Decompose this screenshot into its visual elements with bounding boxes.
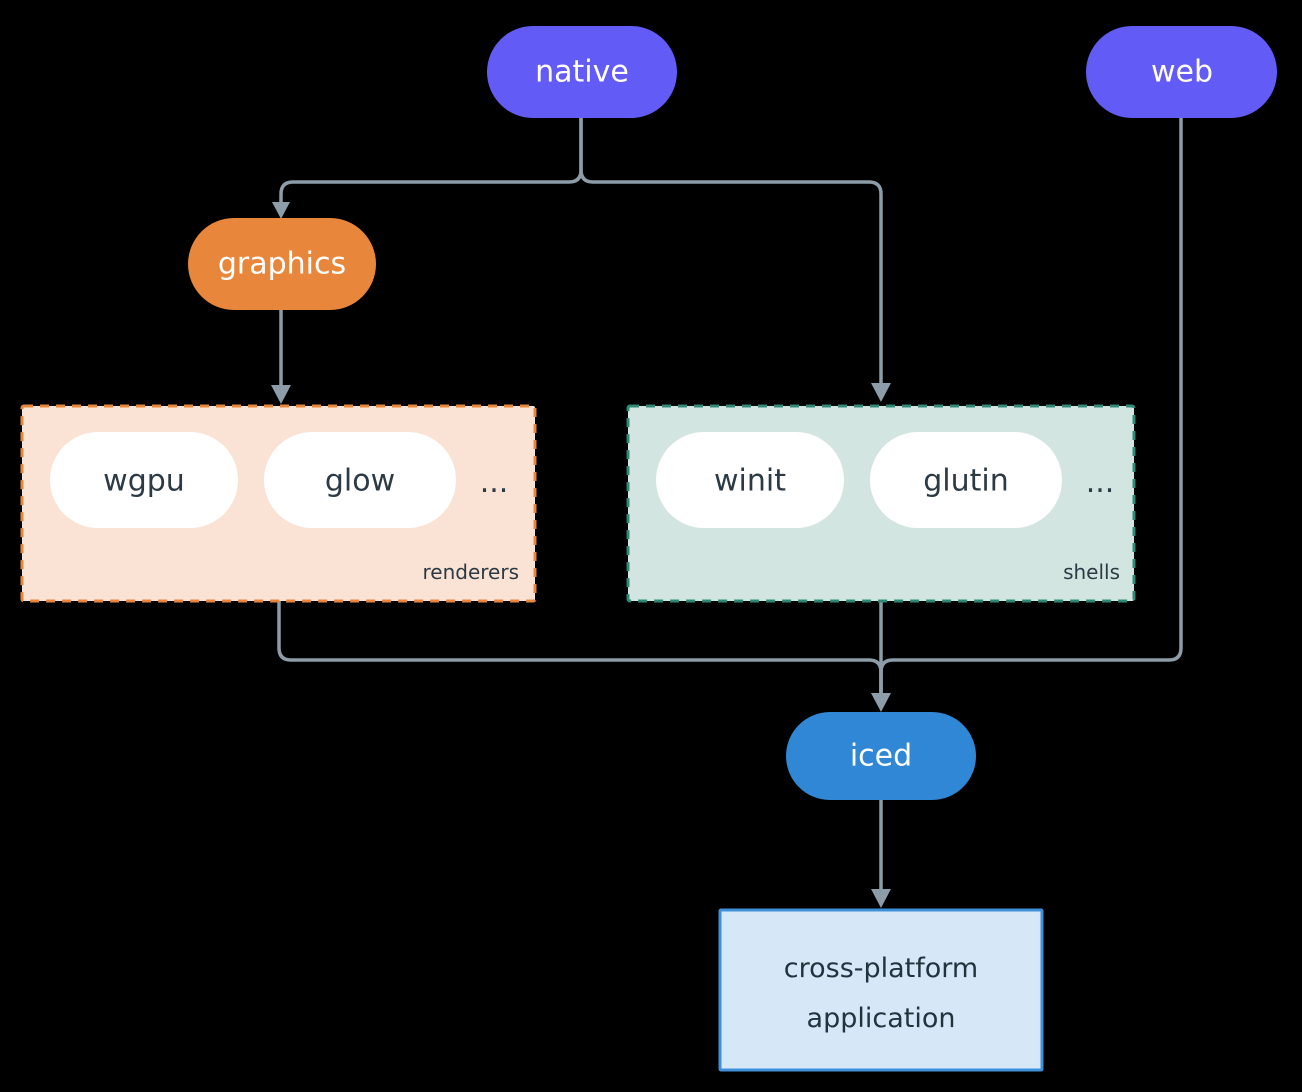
node-iced-shape[interactable] bbox=[786, 712, 976, 800]
node-graphics[interactable]: graphics bbox=[188, 218, 376, 310]
group-renderers-label: renderers bbox=[423, 560, 520, 584]
edge-graphics-to-renderers bbox=[271, 308, 291, 404]
edge-path-web-iced bbox=[879, 116, 1183, 698]
node-glow-label: glow bbox=[325, 464, 395, 499]
node-web-label: web bbox=[1151, 55, 1213, 90]
group-shells-label: shells bbox=[1063, 560, 1120, 584]
edge-renderers-to-iced bbox=[277, 599, 883, 698]
node-wgpu-label: wgpu bbox=[103, 464, 185, 499]
node-application[interactable]: cross-platform application bbox=[718, 908, 1044, 1072]
group-shells: winit glutin ... shells bbox=[626, 404, 1136, 603]
node-application-label-line1: cross-platform bbox=[784, 953, 978, 984]
edge-layer bbox=[271, 116, 1183, 908]
node-glutin[interactable] bbox=[870, 432, 1062, 528]
arrowhead-native-graphics bbox=[272, 202, 290, 219]
arrowhead-native-shells bbox=[871, 383, 891, 402]
shells-ellipsis: ... bbox=[1086, 465, 1115, 500]
edge-web-to-iced bbox=[871, 116, 1183, 712]
edge-native-to-shells bbox=[579, 116, 891, 402]
node-glutin-label: glutin bbox=[923, 464, 1009, 499]
node-graphics-label: graphics bbox=[218, 247, 346, 282]
group-renderers: wgpu glow ... renderers bbox=[20, 404, 537, 603]
edge-path-native-shells bbox=[579, 116, 883, 388]
arrowhead-iced-application bbox=[871, 889, 891, 908]
node-winit-label: winit bbox=[714, 464, 786, 499]
node-native-shape[interactable] bbox=[487, 26, 677, 118]
node-glow[interactable] bbox=[264, 432, 456, 528]
node-native-label: native bbox=[535, 55, 629, 90]
edge-path-native-graphics bbox=[279, 116, 583, 206]
node-application-label-line2: application bbox=[807, 1003, 956, 1034]
node-winit[interactable] bbox=[656, 432, 844, 528]
renderers-ellipsis: ... bbox=[480, 465, 509, 500]
node-wgpu[interactable] bbox=[50, 432, 238, 528]
node-web[interactable]: web bbox=[1086, 26, 1277, 118]
node-graphics-shape[interactable] bbox=[188, 218, 376, 310]
node-application-shape[interactable] bbox=[718, 908, 1044, 1072]
edge-iced-to-application bbox=[871, 798, 891, 908]
node-native[interactable]: native bbox=[487, 26, 677, 118]
node-iced-label: iced bbox=[850, 739, 912, 774]
arrowhead-graphics-renderers bbox=[271, 385, 291, 404]
arrowhead-merge-iced bbox=[871, 693, 891, 712]
edge-native-to-graphics bbox=[272, 116, 583, 219]
edge-path-renderers-iced bbox=[277, 599, 883, 698]
node-iced[interactable]: iced bbox=[786, 712, 976, 800]
node-web-shape[interactable] bbox=[1086, 26, 1277, 118]
